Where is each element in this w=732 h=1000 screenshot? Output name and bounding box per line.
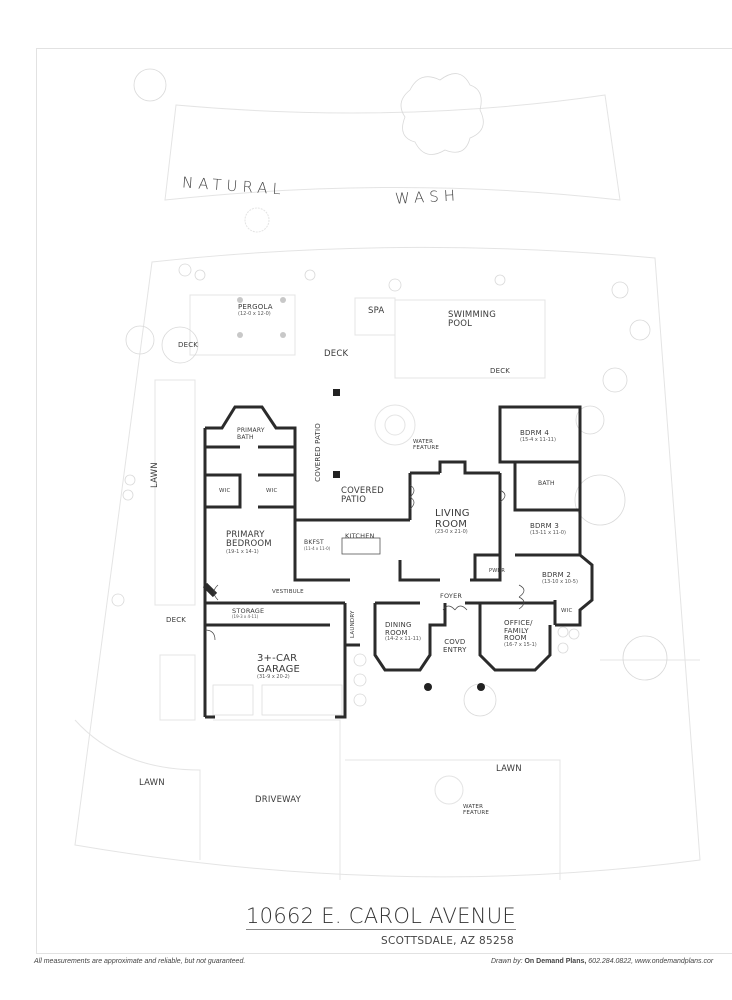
lot-outline bbox=[74, 246, 701, 878]
kitchen-label: KITCHEN bbox=[345, 532, 375, 540]
lawn-front-right-label: LAWN bbox=[496, 764, 522, 774]
living-room-label: LIVING ROOM (23-0 x 21-0) bbox=[435, 508, 470, 535]
wash-label: WASH bbox=[394, 186, 461, 208]
pwdr-label: PWDR bbox=[489, 568, 506, 574]
spa-label: SPA bbox=[368, 306, 385, 316]
bath-label: BATH bbox=[538, 480, 555, 487]
foyer-label: FOYER bbox=[440, 592, 463, 600]
city-subtitle: SCOTTSDALE, AZ 85258 bbox=[381, 935, 514, 947]
wic-left-label: WIC bbox=[219, 488, 231, 494]
water-feature-front-label: WATER FEATURE bbox=[463, 804, 490, 817]
drawn-by-credit: Drawn by: On Demand Plans, 602.284.0822,… bbox=[491, 958, 714, 965]
bdrm2-label: BDRM 2 (13-10 x 10-5) bbox=[542, 571, 578, 585]
wic-right-label: WIC bbox=[266, 488, 278, 494]
laundry-label: LAUNDRY bbox=[350, 610, 356, 638]
wic-bdrm2-label: WIC bbox=[561, 608, 573, 614]
drawn-by-company: On Demand Plans, bbox=[524, 958, 587, 965]
bkfst-label: BKFST (11-4 x 11-0) bbox=[304, 539, 331, 551]
covered-patio-label: COVERED PATIO bbox=[341, 486, 384, 506]
bdrm4-label: BDRM 4 (15-4 x 11-11) bbox=[520, 429, 556, 443]
deck-center-label: DECK bbox=[324, 349, 349, 359]
primary-bedroom-label: PRIMARY BEDROOM (19-1 x 14-1) bbox=[226, 530, 272, 555]
drawing-frame bbox=[36, 48, 732, 954]
office-family-room-label: OFFICE/ FAMILY ROOM (16-7 x 15-1) bbox=[504, 619, 537, 649]
deck-left-label: DECK bbox=[178, 341, 199, 349]
vestibule-label: VESTIBULE bbox=[272, 589, 304, 595]
bdrm3-label: BDRM 3 (13-11 x 11-0) bbox=[530, 522, 566, 536]
natural-wash-area bbox=[164, 94, 621, 201]
covered-patio-vertical-label: COVERED PATIO bbox=[314, 423, 322, 482]
dining-room-label: DINING ROOM (14-2 x 11-11) bbox=[385, 621, 421, 643]
pergola-label: PERGOLA (12-0 x 12-0) bbox=[238, 303, 273, 317]
primary-bath-label: PRIMARY BATH bbox=[237, 427, 265, 441]
deck-right-label: DECK bbox=[490, 367, 511, 375]
storage-label: STORAGE (19-3 x 4-11) bbox=[232, 607, 265, 620]
swimming-pool-label: SWIMMING POOL bbox=[448, 310, 497, 330]
garage-label: 3+-CAR GARAGE (31-9 x 20-2) bbox=[257, 653, 301, 680]
disclaimer-text: All measurements are approximate and rel… bbox=[34, 958, 246, 965]
lawn-side-label: LAWN bbox=[150, 462, 160, 488]
driveway-label: DRIVEWAY bbox=[255, 795, 302, 805]
address-title: 10662 E. CAROL AVENUE bbox=[246, 904, 516, 930]
lawn-front-left-label: LAWN bbox=[139, 778, 165, 788]
covd-entry-label: COVD ENTRY bbox=[443, 638, 467, 654]
water-feature-back-label: WATER FEATURE bbox=[413, 439, 440, 452]
deck-lower-left-label: DECK bbox=[166, 616, 187, 624]
